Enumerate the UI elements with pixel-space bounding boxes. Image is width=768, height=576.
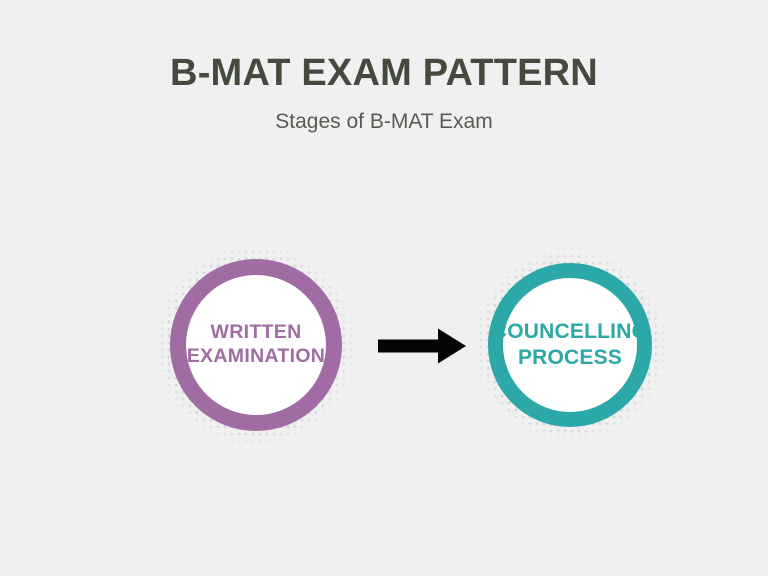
stage-circle-councelling-process: COUNCELLING PROCESS: [488, 263, 652, 427]
page-subtitle: Stages of B-MAT Exam: [275, 109, 493, 133]
stage-label-councelling-process: COUNCELLING PROCESS: [491, 320, 649, 369]
stage-label-written-examination: WRITTEN EXAMINATION: [186, 321, 326, 367]
header: B-MAT EXAM PATTERN Stages of B-MAT Exam: [0, 52, 768, 133]
stage-node-councelling-process[interactable]: COUNCELLING PROCESS: [472, 247, 668, 443]
arrow-right-icon: [378, 328, 466, 364]
page-title: B-MAT EXAM PATTERN: [170, 52, 598, 94]
stage-node-written-examination[interactable]: WRITTEN EXAMINATION: [153, 243, 357, 447]
stage-circle-written-examination: WRITTEN EXAMINATION: [170, 259, 342, 431]
